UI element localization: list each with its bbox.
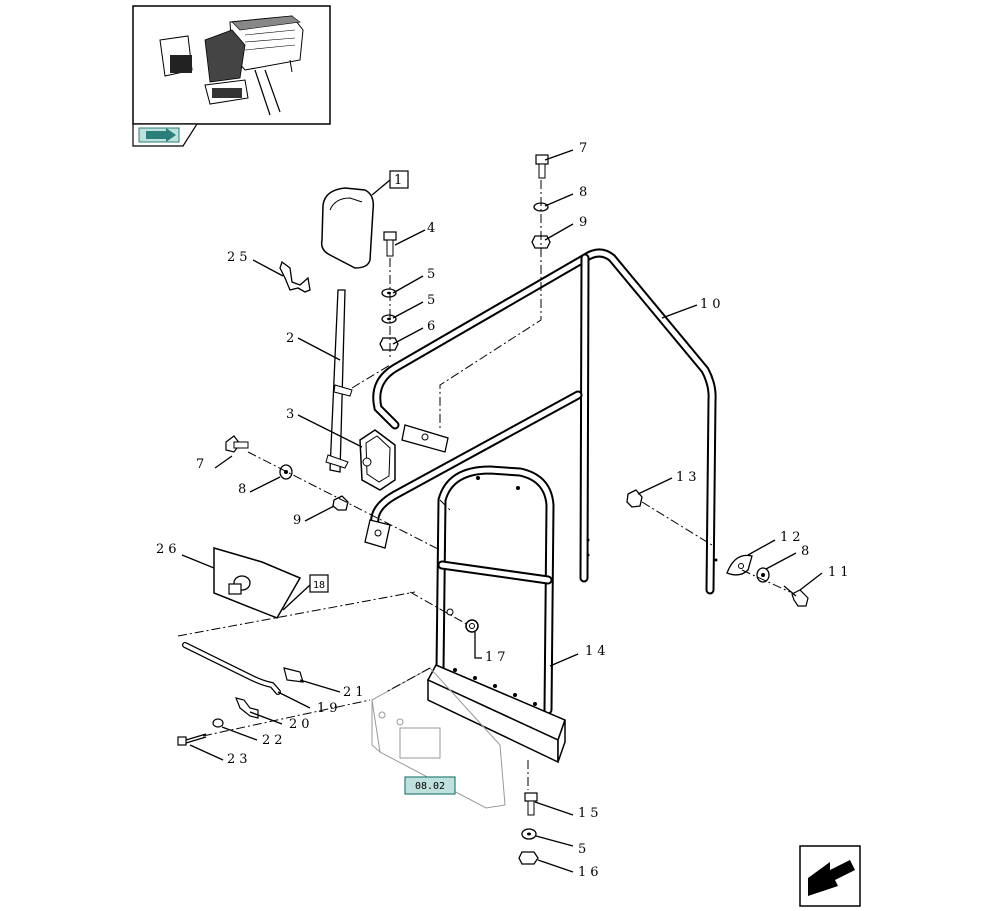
callout-23: 23: [227, 752, 252, 767]
callout-5b: 5: [427, 293, 439, 308]
clamp-part: [279, 260, 311, 293]
callout-1: 1: [394, 173, 406, 188]
machine-thumbnail: [132, 5, 331, 125]
callout-18: 18: [313, 580, 325, 591]
section-nav-icon[interactable]: [132, 123, 199, 147]
callout-5a: 5: [427, 267, 439, 282]
reference-box-label: 08.02: [415, 781, 445, 792]
callout-8b: 8: [238, 482, 250, 497]
callout-7b: 7: [196, 457, 208, 472]
callout-10: 10: [700, 297, 725, 312]
callout-22: 22: [262, 733, 287, 748]
callout-labels: 1 2 3 4 5 5 5 6 7 7 8 8 8 9 9 10 11 12 1…: [156, 141, 853, 880]
callout-21: 21: [343, 685, 368, 700]
callout-5c: 5: [578, 842, 590, 857]
callout-26: 26: [156, 542, 181, 557]
callout-16: 16: [578, 865, 603, 880]
callout-8a: 8: [579, 185, 591, 200]
callout-20: 20: [289, 717, 314, 732]
reference-box-08-02[interactable]: 08.02: [404, 776, 456, 795]
leader-lines: [181, 149, 823, 873]
callout-13: 13: [676, 470, 701, 485]
callout-15: 15: [578, 806, 603, 821]
ladder-frame: [426, 465, 566, 764]
callout-19: 19: [317, 701, 342, 716]
assembly-centerlines: [177, 180, 791, 790]
callout-9b: 9: [293, 513, 305, 528]
callout-14: 14: [585, 644, 610, 659]
mirror-cover: [320, 187, 375, 269]
roll-bar-frame: [364, 248, 718, 595]
fastener-stack-bottom: [518, 792, 539, 865]
lamp-plate: [213, 547, 302, 619]
callout-4: 4: [427, 221, 439, 236]
mirror-arm-rod: [325, 289, 353, 473]
callout-8c: 8: [801, 544, 813, 559]
callout-2: 2: [286, 331, 298, 346]
next-page-arrow-icon[interactable]: [799, 845, 861, 907]
callout-25: 25: [227, 250, 252, 265]
callout-9a: 9: [579, 215, 591, 230]
fastener-stack-right: [626, 489, 809, 607]
fastener-stack-left: [225, 435, 349, 511]
mirror-part: [359, 429, 396, 491]
callout-3: 3: [286, 407, 298, 422]
fastener-stack-mirror: [379, 231, 399, 351]
callout-11: 11: [828, 565, 853, 580]
box-callout-18: [282, 574, 329, 611]
box-callout-1: [371, 170, 409, 196]
callout-7a: 7: [579, 141, 591, 156]
callout-12: 12: [780, 530, 805, 545]
callout-17: 17: [485, 650, 510, 665]
callout-6: 6: [427, 319, 439, 334]
